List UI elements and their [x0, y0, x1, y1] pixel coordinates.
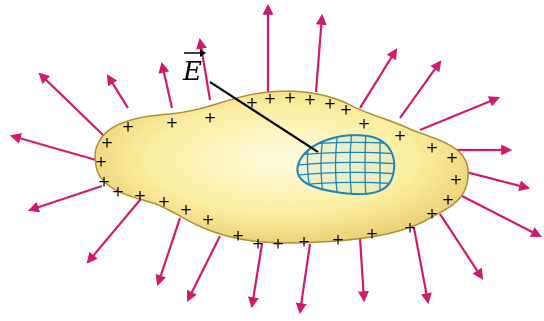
plus-charge-2: +	[95, 153, 108, 171]
field-vector-label: E	[182, 49, 206, 87]
field-arrow-19	[88, 200, 140, 262]
plus-charge-17: +	[450, 171, 463, 189]
plus-charge-28: +	[180, 201, 193, 219]
field-arrow-13	[414, 228, 428, 302]
plus-charge-4: +	[122, 118, 135, 136]
plus-charge-5: +	[166, 114, 179, 132]
plus-charge-1: +	[101, 134, 114, 152]
plus-charge-11: +	[324, 95, 337, 113]
plus-charge-25: +	[252, 235, 265, 253]
field-arrow-15	[300, 244, 310, 312]
field-arrow-6	[360, 50, 396, 108]
plus-charge-6: +	[204, 109, 217, 127]
plus-charge-12: +	[340, 101, 353, 119]
field-arrow-20	[30, 186, 102, 210]
field-arrow-5	[316, 16, 322, 92]
field-arrow-7	[400, 62, 440, 118]
plus-charge-29: +	[158, 193, 171, 211]
field-label: E	[182, 57, 202, 87]
field-arrow-2	[162, 64, 172, 108]
plus-charge-27: +	[202, 211, 215, 229]
plus-charge-22: +	[332, 231, 345, 249]
field-arrow-22	[40, 74, 104, 136]
plus-charge-23: +	[298, 233, 311, 251]
plus-charge-9: +	[284, 89, 297, 107]
field-arrow-1	[108, 76, 128, 108]
plus-charge-14: +	[394, 127, 407, 145]
plus-charge-24: +	[272, 235, 285, 253]
plus-charge-15: +	[426, 139, 439, 157]
plus-charge-18: +	[442, 191, 455, 209]
plus-charge-16: +	[446, 149, 459, 167]
field-arrow-11	[462, 196, 540, 236]
field-arrow-18	[158, 218, 180, 284]
plus-charge-26: +	[232, 227, 245, 245]
plus-charge-3: +	[98, 173, 111, 191]
field-arrow-21	[12, 136, 96, 160]
field-arrow-14	[360, 238, 364, 300]
field-arrow-16	[252, 244, 262, 306]
field-arrow-17	[188, 236, 220, 300]
field-arrow-12	[440, 214, 482, 278]
plus-charge-21: +	[366, 225, 379, 243]
plus-charge-10: +	[304, 91, 317, 109]
plus-charge-20: +	[404, 219, 417, 237]
plus-charge-13: +	[358, 115, 371, 133]
field-arrow-10	[466, 172, 528, 188]
plus-charge-19: +	[426, 205, 439, 223]
plus-charge-8: +	[264, 90, 277, 108]
plus-charge-31: +	[112, 183, 125, 201]
plus-charge-30: +	[134, 187, 147, 205]
field-arrow-8	[420, 98, 498, 130]
